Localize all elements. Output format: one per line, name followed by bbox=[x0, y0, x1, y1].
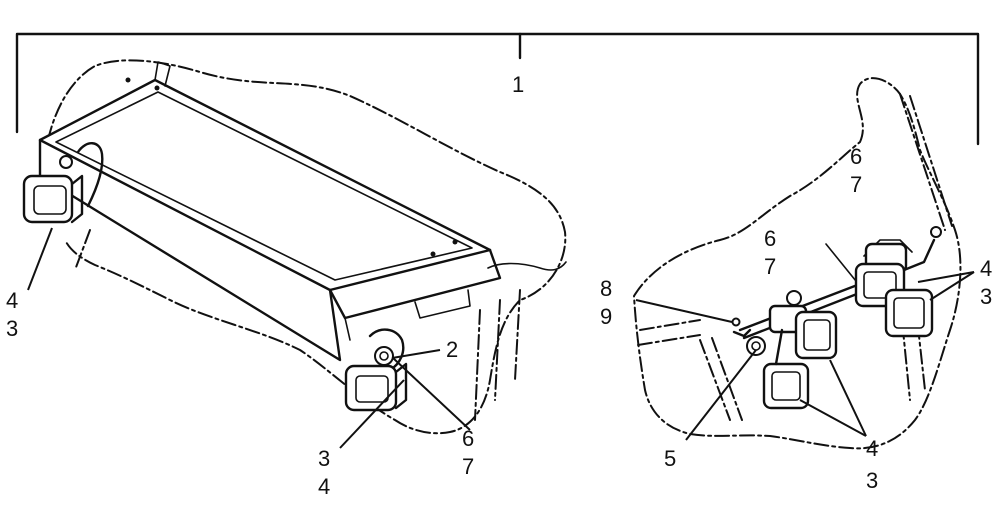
left-roof-panel bbox=[38, 78, 492, 292]
right-cab-outline bbox=[633, 77, 962, 450]
right-mount-clamp bbox=[731, 317, 766, 356]
callout-right-hardware-mid-7: 7 bbox=[764, 254, 776, 279]
left-lower-work-lamp bbox=[344, 328, 408, 412]
callout-right-hardware-upper-7: 7 bbox=[850, 172, 862, 197]
right-upper-work-lamps bbox=[854, 226, 942, 338]
callout-left-lamp-b-4: 4 bbox=[318, 474, 330, 499]
callout-left-hardware-7: 7 bbox=[462, 454, 474, 479]
right-lower-work-lamps bbox=[762, 290, 838, 410]
callout-left-lamp-a-3: 3 bbox=[6, 316, 18, 341]
callout-right-lamps-lower-3: 3 bbox=[866, 468, 878, 493]
callout-left-lamp-b-3: 3 bbox=[318, 446, 330, 471]
callout-8: 8 bbox=[600, 276, 612, 301]
callout-9: 9 bbox=[600, 304, 612, 329]
assembly-bracket bbox=[15, 32, 980, 146]
callout-2: 2 bbox=[446, 337, 458, 362]
callout-right-lamps-upper-4: 4 bbox=[980, 256, 992, 281]
left-upper-work-lamp bbox=[22, 142, 104, 224]
callout-right-lamps-lower-4: 4 bbox=[866, 436, 878, 461]
left-cab-outline bbox=[47, 59, 567, 435]
right-view bbox=[633, 77, 962, 450]
callout-left-lamp-a-4: 4 bbox=[6, 288, 18, 313]
callout-right-hardware-upper-6: 6 bbox=[850, 144, 862, 169]
callout-1: 1 bbox=[512, 72, 524, 97]
callout-left-hardware-6: 6 bbox=[462, 426, 474, 451]
callout-right-hardware-mid-6: 6 bbox=[764, 226, 776, 251]
left-view bbox=[22, 59, 567, 435]
callout-5: 5 bbox=[664, 446, 676, 471]
callout-right-lamps-upper-3: 3 bbox=[980, 284, 992, 309]
